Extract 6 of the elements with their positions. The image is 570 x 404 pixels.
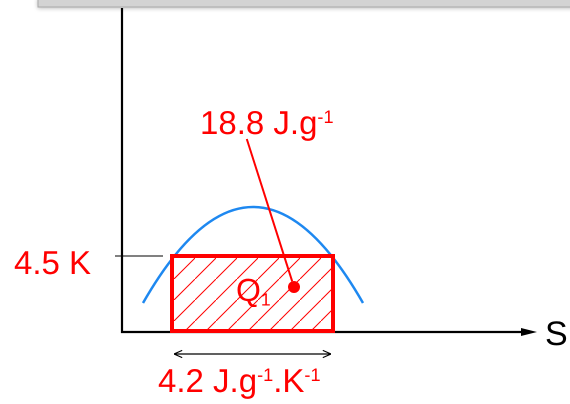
- leader-line: [246, 138, 294, 282]
- axis-label: S: [545, 317, 568, 351]
- dimension-label: 4.2 J.g$^{-1}$.K$^{-1}$: [158, 364, 321, 397]
- hatched-rectangle: [170, 254, 335, 333]
- value-label: 18.8 J.g$^{-1}$: [200, 106, 334, 139]
- temperature-label: 4.5 K: [14, 246, 92, 279]
